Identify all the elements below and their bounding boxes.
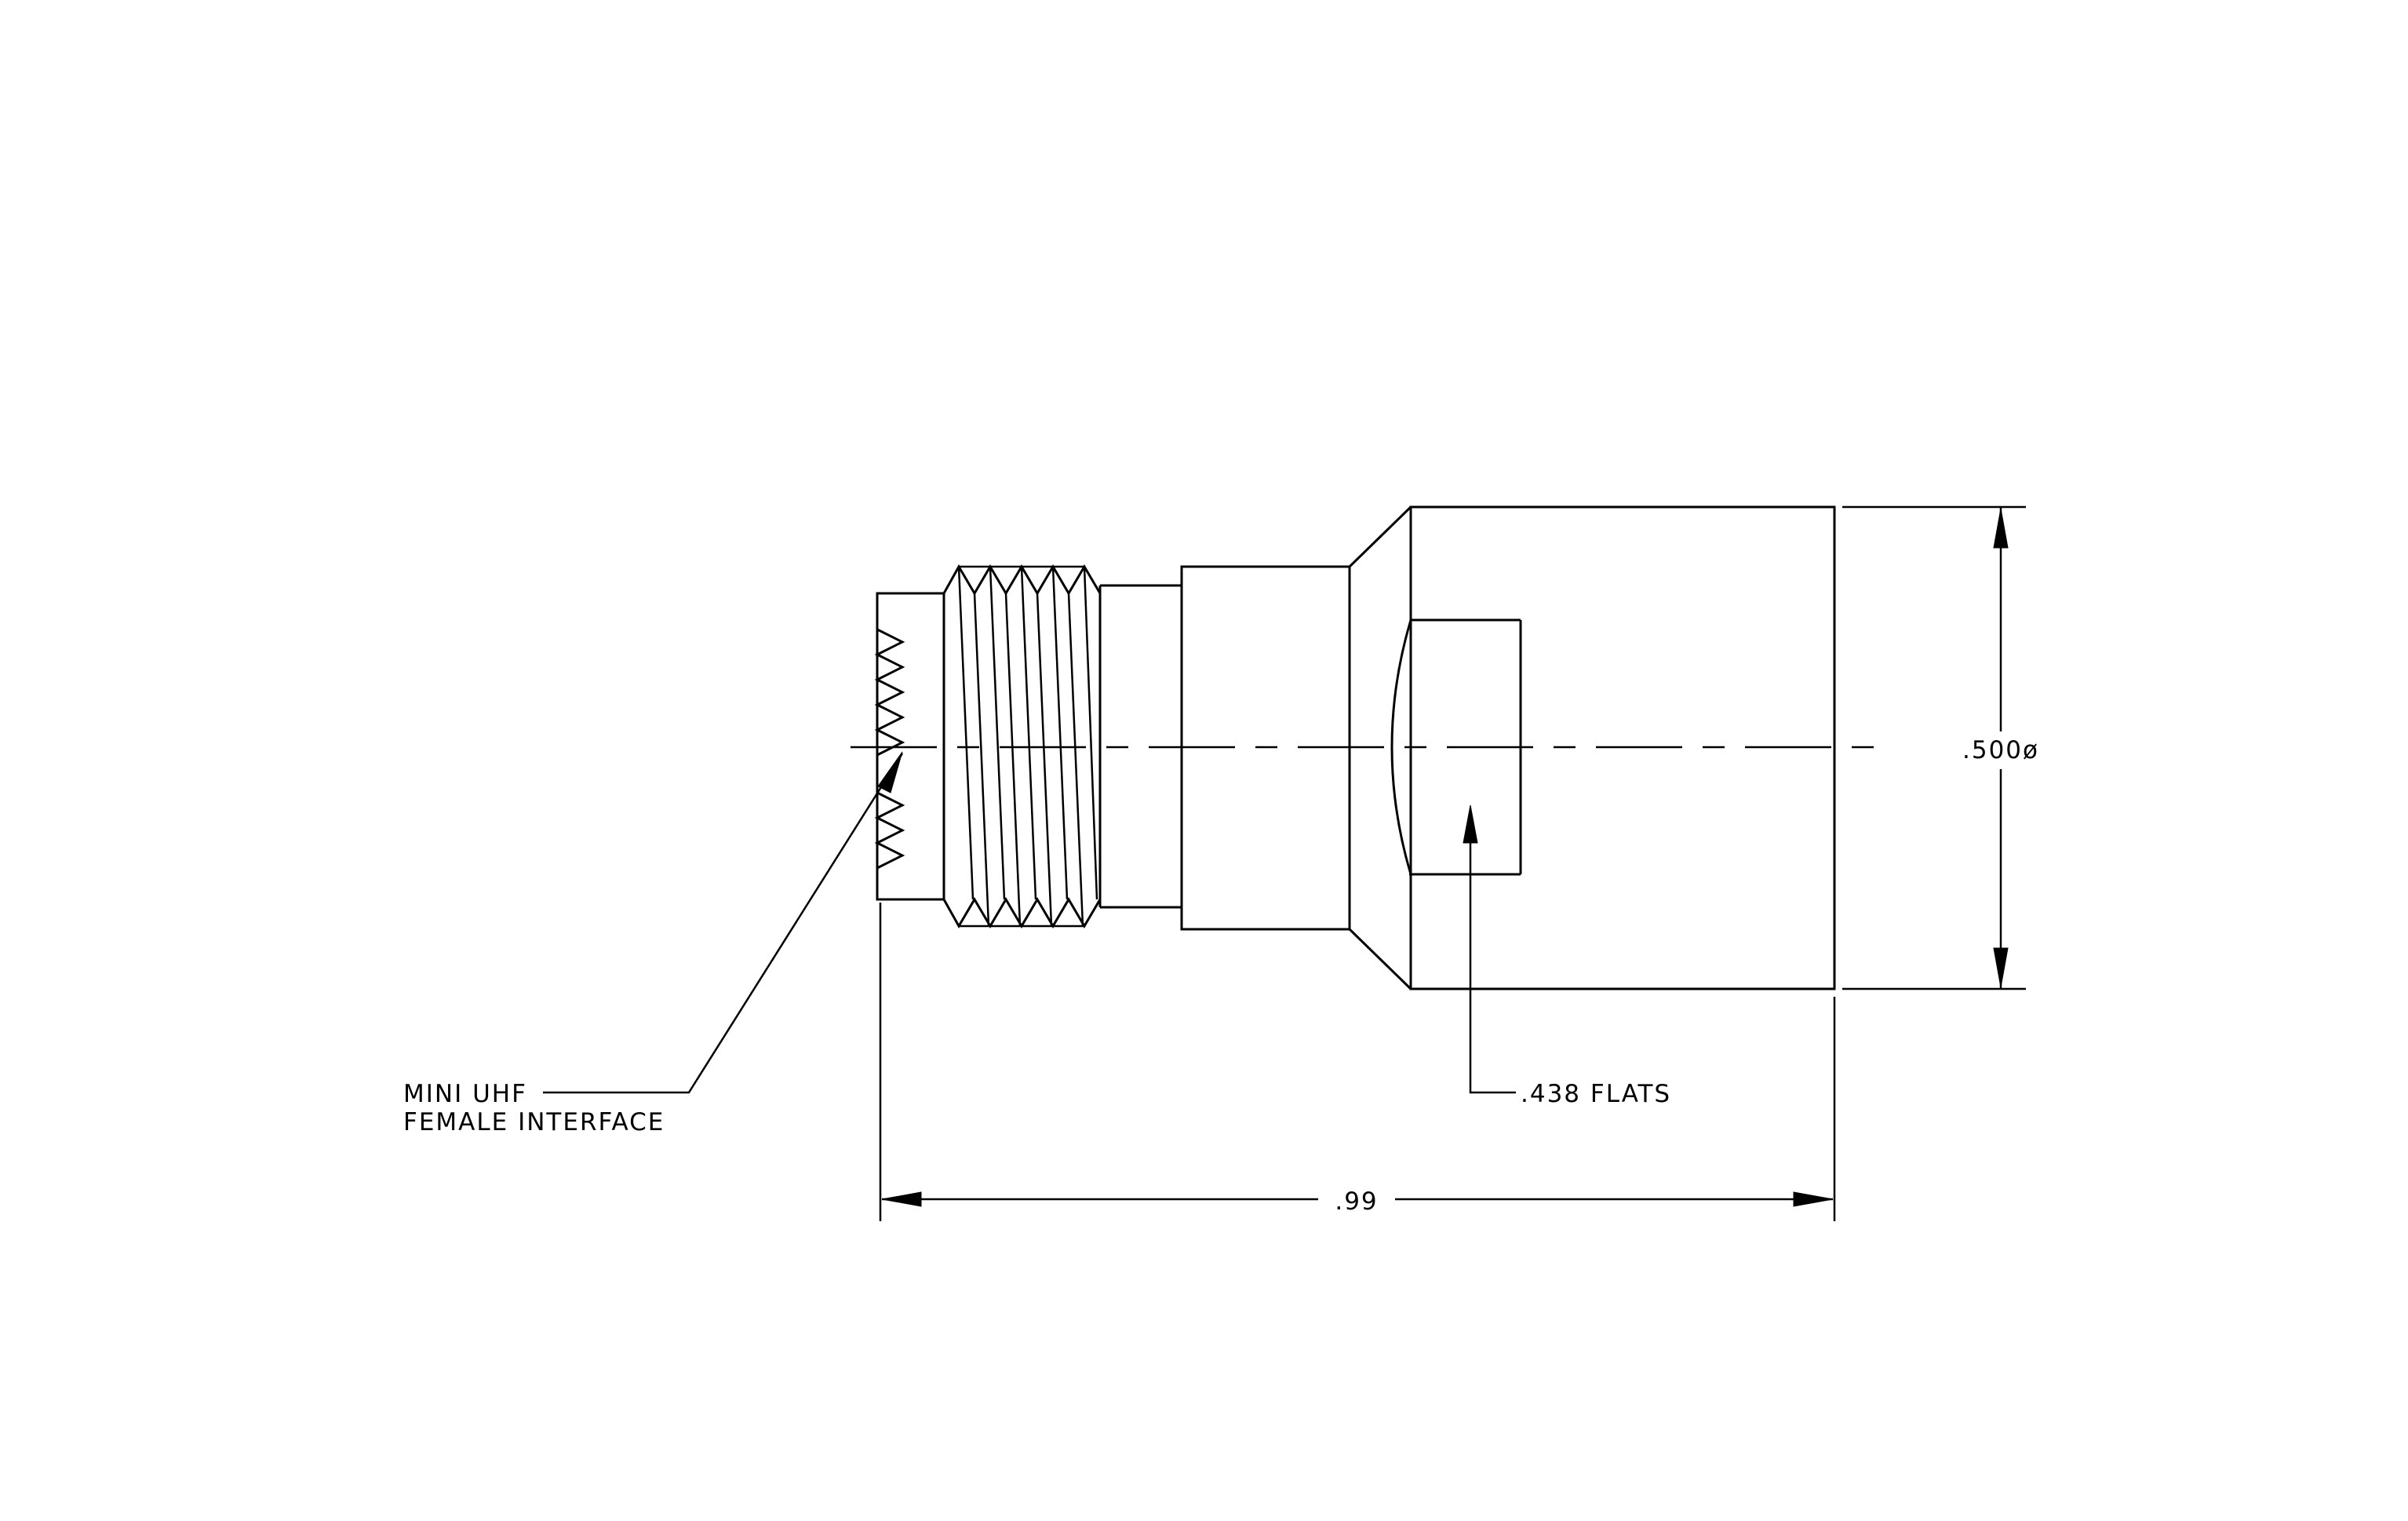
diameter-dimension: .500ø bbox=[1842, 505, 2039, 990]
length-dimension: .99 bbox=[879, 903, 1836, 1221]
flats-label: .438 FLATS bbox=[1521, 1080, 1671, 1108]
interface-leader: MINI UHF FEMALE INTERFACE bbox=[403, 751, 904, 1136]
interface-label-line2: FEMALE INTERFACE bbox=[403, 1108, 665, 1136]
diameter-label: .500ø bbox=[1962, 736, 2039, 764]
threaded-section bbox=[916, 564, 1102, 929]
neck-section bbox=[1100, 584, 1182, 909]
flats-leader: .438 FLATS bbox=[1463, 804, 1671, 1108]
interface-label-line1: MINI UHF bbox=[403, 1080, 527, 1108]
length-label: .99 bbox=[1335, 1187, 1378, 1216]
